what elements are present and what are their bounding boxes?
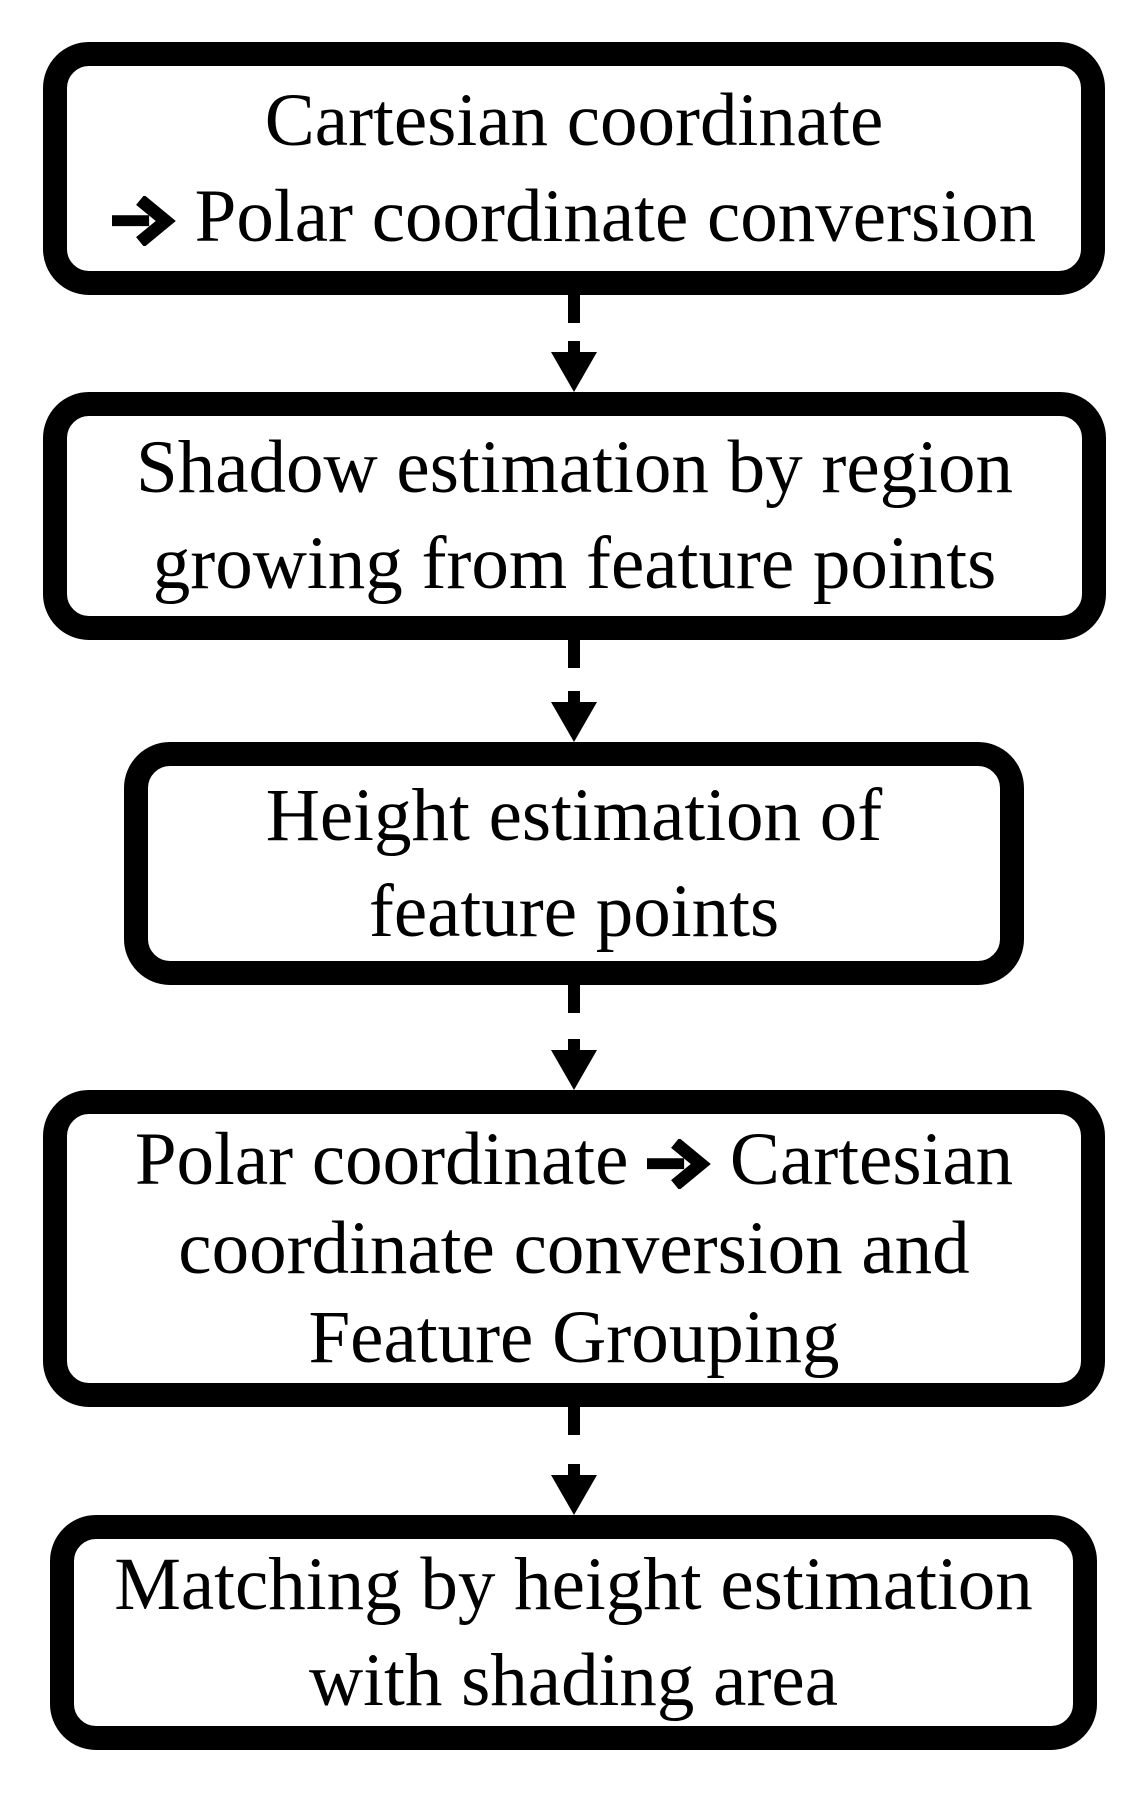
flow-node-polar-to-cartesian: Polar coordinate Cartesian coordinate co… <box>43 1090 1105 1407</box>
flow-node-height-estimation: Height estimation of feature points <box>124 742 1024 985</box>
node-text-line: Cartesian coordinate <box>264 78 884 162</box>
arrowhead-down-icon <box>551 1475 597 1515</box>
flow-node-cartesian-to-polar: Cartesian coordinate Polar coordinate co… <box>43 42 1105 295</box>
node-text-line: feature points <box>368 869 780 953</box>
connector-dash <box>568 295 580 323</box>
connector-step3-step4 <box>551 985 597 1090</box>
flow-node-shadow-estimation: Shadow estimation by region growing from… <box>43 392 1106 640</box>
arrowhead-down-icon <box>551 352 597 392</box>
connector-dash <box>568 985 580 1013</box>
node-text-line: Height estimation of <box>265 773 883 857</box>
connector-step2-step3 <box>551 640 597 742</box>
node-text-line: Shadow estimation by region <box>136 426 1013 509</box>
node-text-line: Polar coordinate conversion <box>111 169 1036 265</box>
connector-dash <box>568 640 580 668</box>
connector-dash <box>568 1407 580 1435</box>
node-text-line: growing from feature points <box>152 522 997 605</box>
node-text-line: Matching by height estimation <box>114 1542 1033 1626</box>
connector-step1-step2 <box>551 295 597 392</box>
node-text-line: Feature Grouping <box>308 1296 840 1379</box>
node-text-line: coordinate conversion and <box>178 1207 970 1290</box>
connector-stem <box>568 341 580 352</box>
node-text-line: with shading area <box>309 1638 838 1722</box>
arrowhead-down-icon <box>551 1050 597 1090</box>
arrowhead-down-icon <box>551 702 597 742</box>
connector-stem <box>568 1039 580 1050</box>
node-text-line: Polar coordinate Cartesian <box>134 1118 1014 1201</box>
connector-stem <box>568 691 580 702</box>
connector-stem <box>568 1464 580 1475</box>
right-arrow-icon <box>111 194 176 247</box>
flow-node-matching: Matching by height estimation with shadi… <box>50 1515 1097 1750</box>
connector-step4-step5 <box>551 1407 597 1515</box>
right-arrow-icon <box>647 1137 711 1191</box>
